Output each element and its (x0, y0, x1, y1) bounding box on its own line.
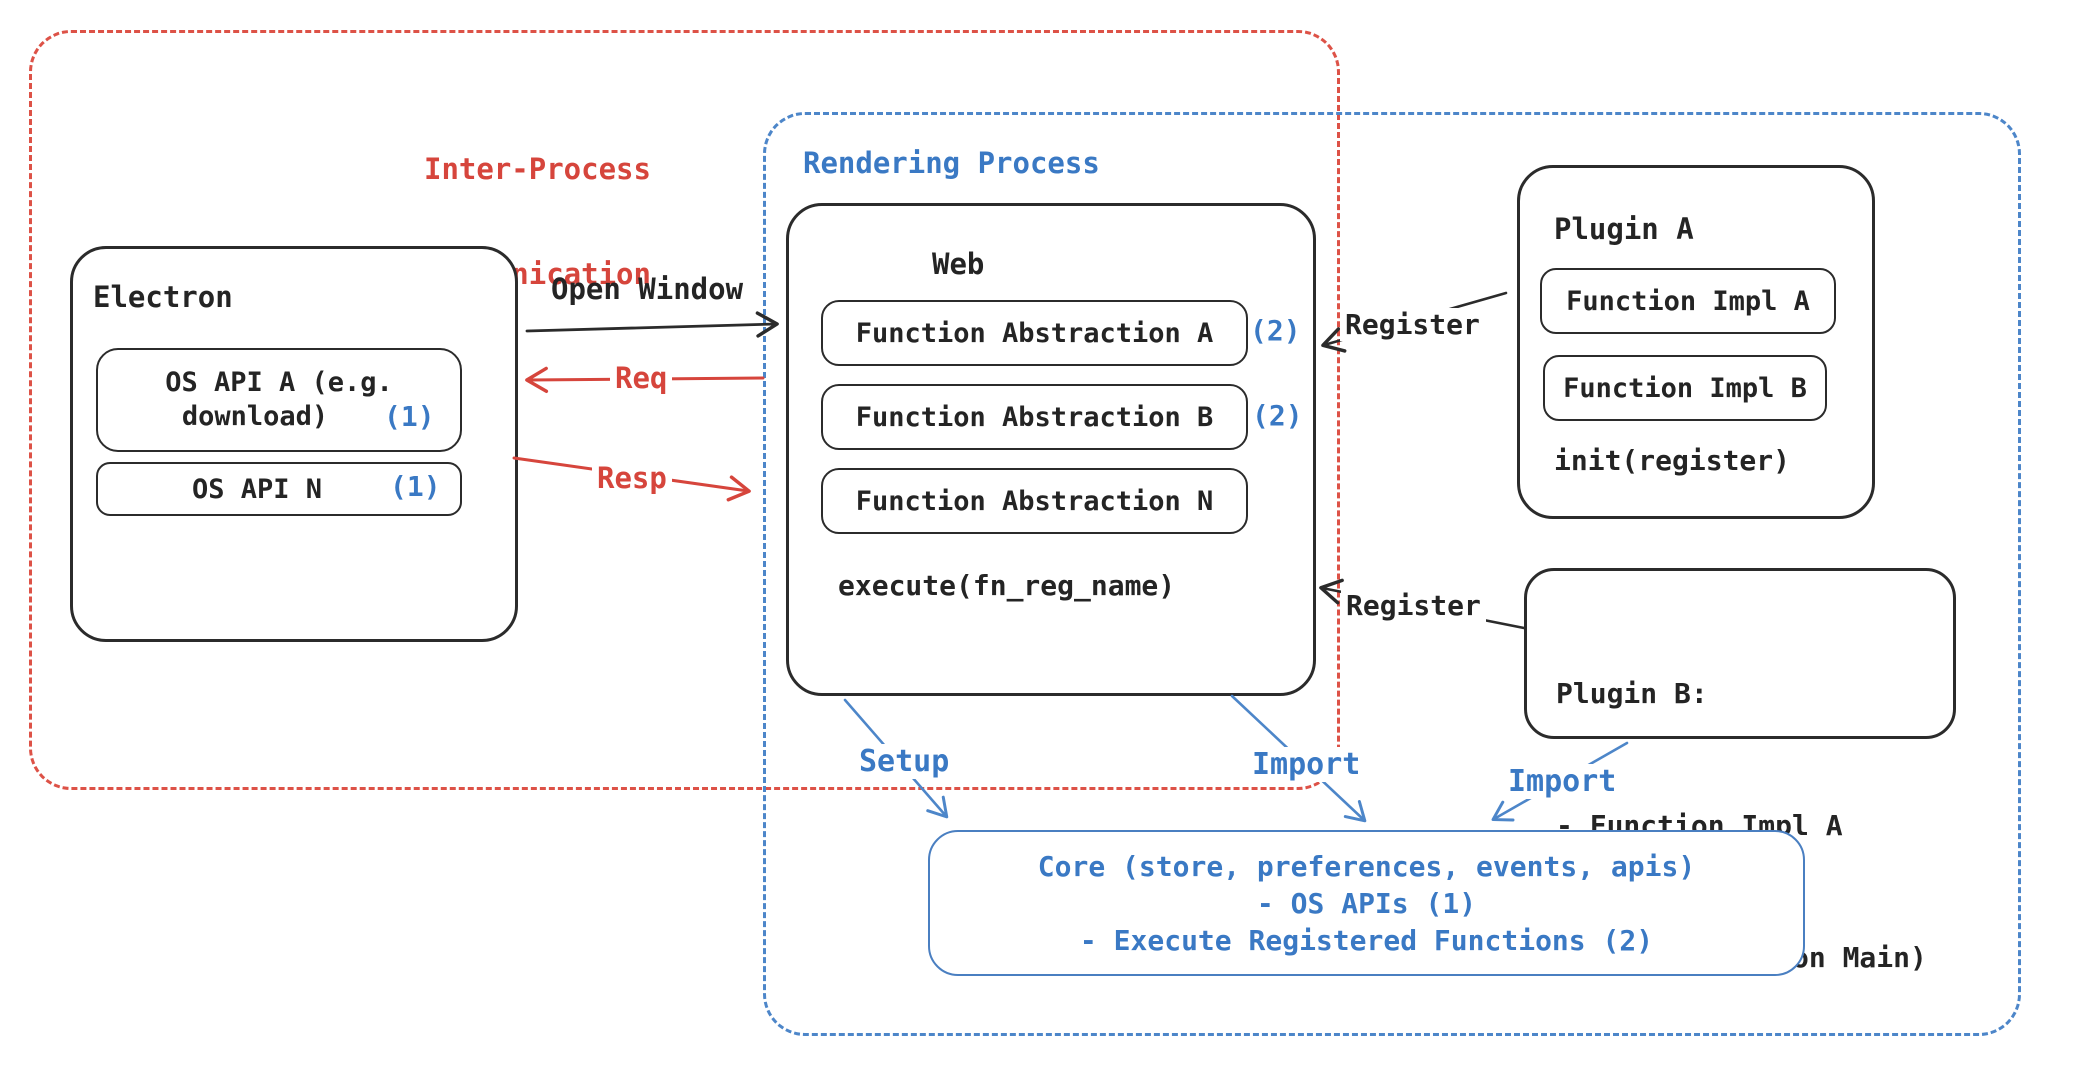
web-title: Web (932, 247, 985, 281)
os-api-a-box: OS API A (e.g. download) (96, 348, 462, 452)
plugin-b-title: Plugin B: (1556, 677, 1708, 710)
function-abstraction-b-label: Function Abstraction B (855, 401, 1214, 433)
rendering-region-border (763, 112, 2021, 1036)
function-impl-a-box: Function Impl A (1540, 268, 1836, 334)
plugin-b-text: Plugin B: - Function Impl A - Module (ru… (1556, 584, 1927, 1066)
core-box: Core (store, preferences, events, apis) … (928, 830, 1805, 976)
os-api-n-label: OS API N (191, 473, 323, 505)
os-api-a-badge: (1) (384, 400, 435, 433)
plugin-a-box (1517, 165, 1875, 519)
open-window-label: Open Window (551, 272, 744, 306)
function-abstraction-a-badge: (2) (1250, 314, 1301, 347)
register-top-label: Register (1340, 308, 1485, 341)
core-line-1: Core (store, preferences, events, apis) (1037, 850, 1696, 883)
rendering-region-label: Rendering Process (803, 146, 1100, 180)
plugin-a-title: Plugin A (1554, 212, 1694, 246)
import-web-label: Import (1247, 747, 1366, 782)
import-plugin-label: Import (1503, 764, 1622, 799)
function-impl-a-label: Function Impl A (1566, 285, 1810, 317)
function-abstraction-a-box: Function Abstraction A (821, 300, 1248, 366)
req-label: Req (610, 361, 673, 395)
os-api-n-box: OS API N (96, 462, 462, 516)
plugin-a-init-label: init(register) (1554, 444, 1791, 477)
function-abstraction-b-box: Function Abstraction B (821, 384, 1248, 450)
resp-label: Resp (592, 461, 672, 495)
os-api-a-label-line1: OS API A (e.g. (165, 367, 393, 398)
ipc-region-label-line1: Inter-Process (424, 152, 651, 186)
function-abstraction-a-label: Function Abstraction A (855, 317, 1214, 349)
function-impl-b-box: Function Impl B (1543, 355, 1827, 421)
plugin-b-box (1524, 568, 1956, 739)
function-abstraction-n-box: Function Abstraction N (821, 468, 1248, 534)
function-impl-b-label: Function Impl B (1563, 372, 1807, 404)
function-abstraction-n-label: Function Abstraction N (855, 485, 1214, 517)
os-api-n-badge: (1) (390, 470, 441, 503)
os-api-a-label-line2: download) (181, 401, 329, 432)
web-execute-label: execute(fn_reg_name) (838, 569, 1176, 602)
setup-label: Setup (854, 744, 955, 779)
core-line-2: - OS APIs (1) (1256, 887, 1477, 920)
core-line-3: - Execute Registered Functions (2) (1079, 924, 1654, 957)
function-abstraction-b-badge: (2) (1252, 399, 1303, 432)
ipc-region-border (29, 30, 1340, 790)
register-bottom-label: Register (1341, 589, 1486, 622)
electron-title: Electron (93, 280, 233, 314)
